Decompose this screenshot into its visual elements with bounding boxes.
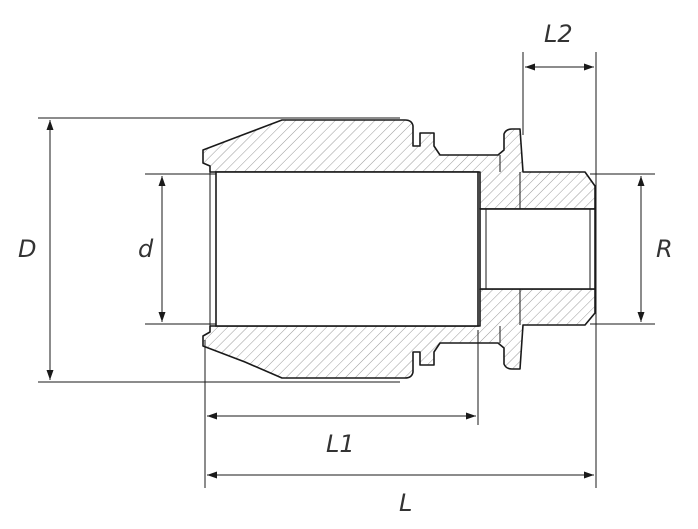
body-lower-section [202, 288, 596, 379]
body-upper-section [202, 119, 596, 210]
label-d: d [138, 235, 154, 263]
label-L1: L1 [326, 430, 355, 458]
label-R: R [656, 235, 673, 263]
outlet-bore [479, 208, 596, 290]
label-D: D [18, 235, 36, 263]
inner-bore [215, 171, 479, 327]
label-L: L [399, 489, 412, 517]
label-L2: L2 [544, 20, 573, 48]
